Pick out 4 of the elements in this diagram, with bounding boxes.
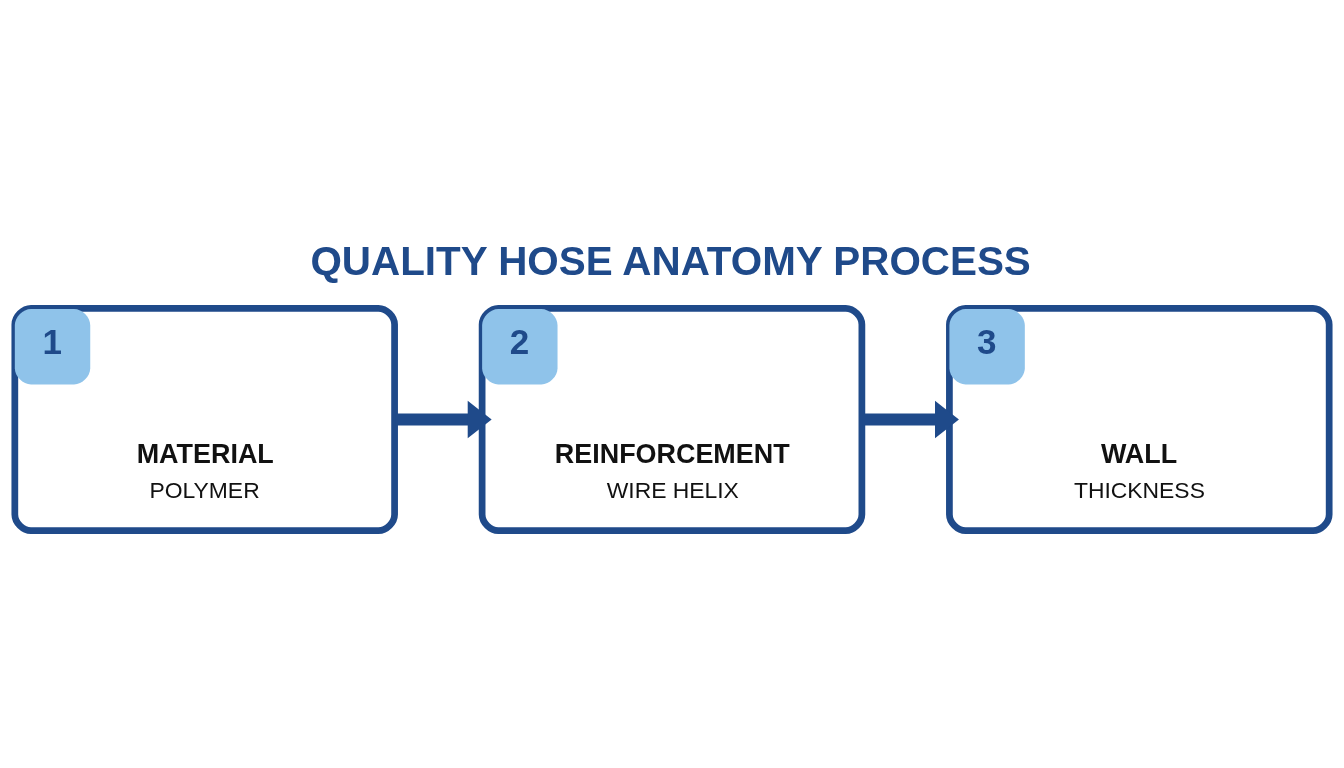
arrow — [395, 400, 492, 438]
diagram-title: QUALITY HOSE ANATOMY PROCESS — [310, 237, 1031, 284]
node-box: 2 REINFORCEMENT WIRE HELIX — [478, 304, 866, 534]
arrow — [862, 400, 959, 438]
